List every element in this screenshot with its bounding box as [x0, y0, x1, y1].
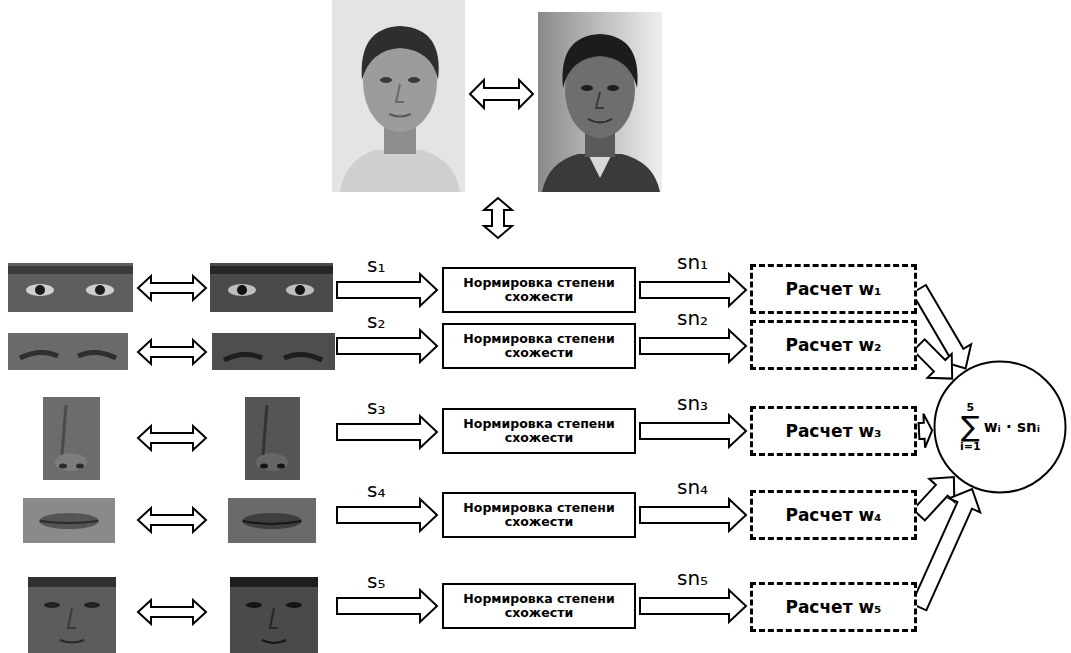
node-text-group: Нормировка степени схожести: [450, 276, 628, 305]
block-arrow: [337, 590, 437, 622]
signal-label: sn₂: [677, 307, 708, 329]
block-arrow: [913, 339, 952, 378]
node-text: Нормировка степени схожести: [450, 417, 628, 446]
block-arrow: [337, 330, 437, 362]
node-text: Расчет w₅: [785, 597, 881, 617]
dashed-process-box: Расчет w₁: [750, 264, 917, 314]
brows-crop: [212, 333, 335, 370]
block-arrow: [337, 416, 437, 448]
process-box: Нормировка степени схожести: [442, 408, 636, 454]
double-arrow: [138, 508, 206, 532]
double-arrow: [138, 276, 206, 300]
signal-label: sn₅: [677, 567, 708, 589]
node-text-group: Нормировка степени схожести: [450, 501, 628, 530]
process-box: Нормировка степени схожести: [442, 492, 636, 538]
process-box: Нормировка степени схожести: [442, 583, 636, 629]
sum-circle: 5∑i=1wᵢ · snᵢ: [933, 360, 1067, 494]
double-arrow: [484, 198, 512, 238]
lips-crop: [228, 498, 316, 543]
node-text: Нормировка степени схожести: [450, 501, 628, 530]
sum-lower-limit: i=1: [960, 441, 981, 452]
block-arrow: [640, 274, 746, 306]
node-text-group: Нормировка степени схожести: [450, 592, 628, 621]
nose-crop: [245, 397, 300, 480]
signal-label: s₁: [367, 254, 385, 276]
circle-shape: [935, 362, 1066, 493]
eyes-crop: [8, 263, 133, 312]
dashed-process-box: Расчет w₂: [750, 320, 917, 370]
sum-expression: wᵢ · snᵢ: [984, 418, 1040, 436]
face-photo: [538, 12, 662, 192]
face-crop: [28, 577, 116, 653]
signal-label: s₅: [367, 570, 385, 592]
block-arrow: [640, 415, 746, 447]
signal-label: sn₁: [677, 251, 708, 273]
block-arrow: [640, 330, 746, 362]
block-arrow: [912, 489, 981, 610]
brows-crop: [8, 333, 128, 370]
double-arrow: [138, 426, 206, 450]
node-text: Нормировка степени схожести: [450, 276, 628, 305]
signal-label: sn₄: [677, 476, 708, 498]
block-arrow: [640, 590, 746, 622]
lips-crop: [23, 498, 115, 543]
double-arrow: [470, 80, 533, 108]
node-text-group: Расчет w₅: [785, 597, 881, 617]
node-text-group: Нормировка степени схожести: [450, 417, 628, 446]
signal-label: s₂: [367, 310, 385, 332]
dashed-process-box: Расчет w₄: [750, 490, 917, 540]
node-text-group: Расчет w₁: [785, 279, 881, 299]
node-text: Нормировка степени схожести: [450, 592, 628, 621]
node-text: Расчет w₃: [785, 421, 881, 441]
signal-label: sn₃: [677, 392, 708, 414]
process-box: Нормировка степени схожести: [442, 323, 636, 369]
sum-column: 5∑i=1: [960, 402, 981, 452]
sum-upper-limit: 5: [967, 402, 975, 413]
node-text: Расчет w₂: [785, 335, 881, 355]
double-arrow: [138, 340, 206, 364]
signal-label: s₄: [367, 479, 385, 501]
block-arrow: [337, 274, 437, 306]
block-arrow: [919, 414, 933, 448]
face-crop: [230, 577, 318, 653]
node-text-group: Расчет w₂: [785, 335, 881, 355]
face-photo: [332, 0, 465, 192]
block-arrow: [640, 499, 746, 531]
node-text: Нормировка степени схожести: [450, 332, 628, 361]
nose-crop: [43, 397, 100, 480]
sum-sign: ∑: [961, 413, 980, 441]
dashed-process-box: Расчет w₅: [750, 582, 917, 632]
dashed-process-box: Расчет w₃: [750, 406, 917, 456]
process-box: Нормировка степени схожести: [442, 267, 636, 313]
eyes-crop: [210, 263, 333, 312]
signal-label: s₃: [367, 396, 385, 418]
block-arrow: [337, 499, 437, 531]
node-text: Расчет w₁: [785, 279, 881, 299]
node-text-group: Нормировка степени схожести: [450, 332, 628, 361]
node-text-group: Расчет w₃: [785, 421, 881, 441]
double-arrow: [138, 600, 206, 624]
node-text-group: Расчет w₄: [785, 505, 881, 525]
node-text: Расчет w₄: [785, 505, 881, 525]
